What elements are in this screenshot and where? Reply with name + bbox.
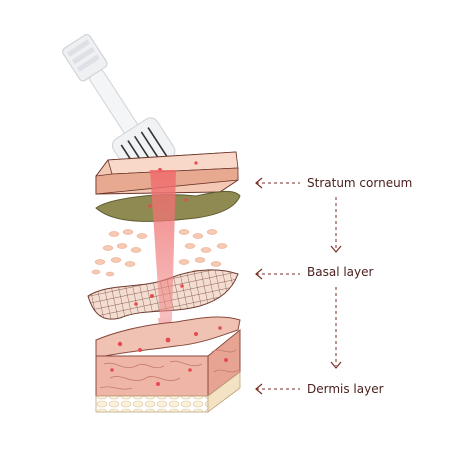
label-stratum-corneum: Stratum corneum (307, 176, 413, 190)
dermis-block (95, 316, 241, 413)
label-basal-layer: Basal layer (307, 265, 374, 279)
label-dermis-layer: Dermis layer (307, 382, 384, 396)
label-arrows (256, 182, 337, 390)
arrow-heads (255, 177, 342, 395)
